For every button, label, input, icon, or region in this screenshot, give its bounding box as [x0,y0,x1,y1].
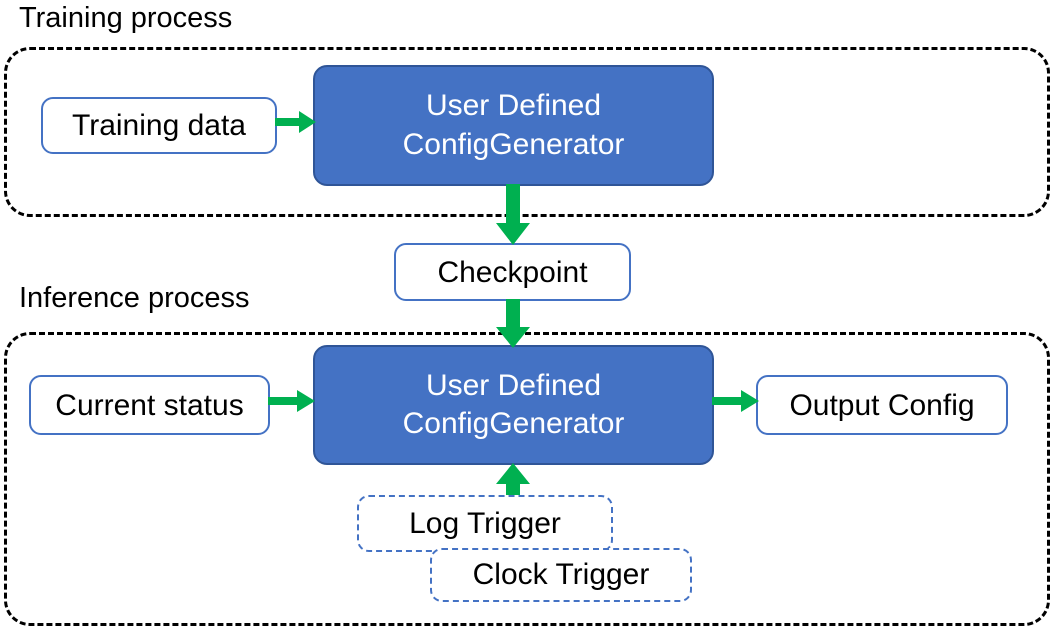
training-generator-line2: ConfigGenerator [402,127,625,161]
arrow-current-status-to-generator [268,388,316,414]
inference-config-generator-box[interactable]: User Defined ConfigGenerator [313,345,714,465]
arrow-triggers-to-generator [495,463,531,501]
clock-trigger-box[interactable]: Clock Trigger [430,548,692,602]
arrow-checkpoint-to-inference-generator [495,299,531,349]
arrow-training-data-to-generator [275,109,317,135]
training-process-title: Training process [19,2,233,34]
training-generator-line1: User Defined [425,89,602,123]
checkpoint-box[interactable]: Checkpoint [394,243,631,301]
current-status-box[interactable]: Current status [29,375,270,435]
log-trigger-box[interactable]: Log Trigger [357,495,613,552]
inference-generator-line2: ConfigGenerator [402,407,625,440]
inference-generator-line1: User Defined [425,368,602,402]
arrow-generator-to-checkpoint [495,184,531,246]
inference-process-container [4,332,1050,626]
training-data-box[interactable]: Training data [41,97,277,154]
output-config-box[interactable]: Output Config [756,375,1008,435]
arrow-generator-to-output-config [712,388,760,414]
training-process-container [4,47,1050,217]
inference-process-title: Inference process [19,282,250,314]
training-config-generator-box[interactable]: User Defined ConfigGenerator [313,65,714,186]
